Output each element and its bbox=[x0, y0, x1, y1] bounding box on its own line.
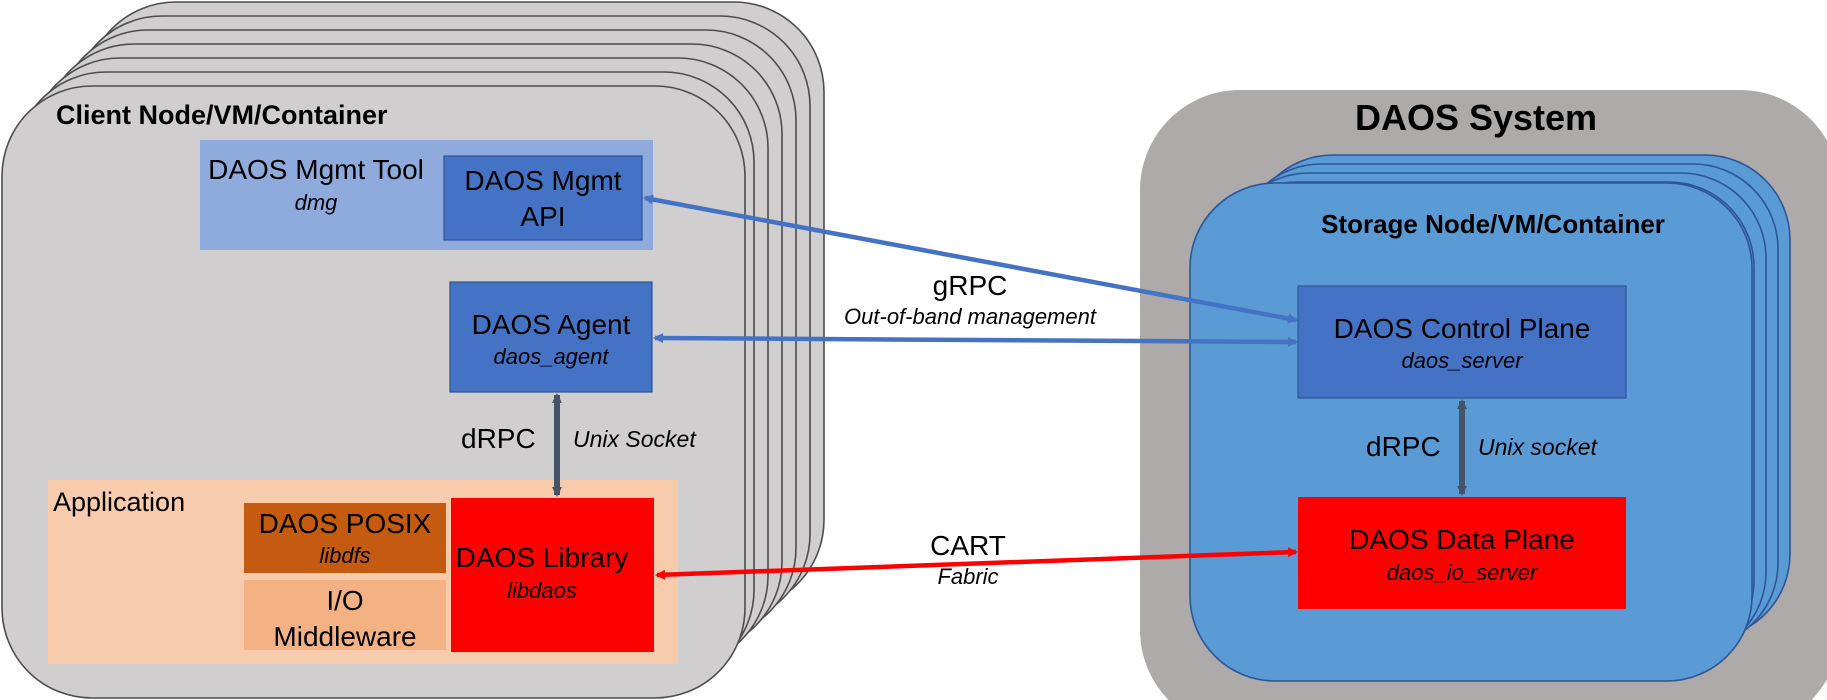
mgmt-tool-binary: dmg bbox=[294, 190, 338, 215]
server-drpc-label: dRPC bbox=[1366, 431, 1441, 462]
cart-fabric-arrow bbox=[655, 547, 1298, 580]
grpc-mgmt-arrow bbox=[643, 194, 1298, 324]
client-node-title: Client Node/VM/Container bbox=[56, 100, 388, 130]
posix-binary: libdfs bbox=[319, 543, 371, 568]
middleware-box bbox=[244, 580, 446, 650]
library-binary: libdaos bbox=[507, 578, 577, 603]
agent-label: DAOS Agent bbox=[471, 309, 631, 340]
mgmt-api-line2: API bbox=[520, 201, 566, 232]
data-plane-binary: daos_io_server bbox=[1386, 560, 1538, 585]
agent-box bbox=[449, 281, 653, 393]
server-drpc-transport: Unix socket bbox=[1478, 434, 1597, 460]
client-drpc-transport: Unix Socket bbox=[573, 426, 696, 452]
grpc-label: gRPC bbox=[932, 270, 1008, 301]
data-plane-box bbox=[1298, 497, 1626, 609]
cart-sublabel: Fabric bbox=[937, 564, 999, 589]
mgmt-api-line1: DAOS Mgmt bbox=[464, 165, 622, 196]
cart-label: CART bbox=[930, 530, 1006, 561]
posix-box bbox=[244, 503, 446, 573]
grpc-sublabel: Out-of-band management bbox=[844, 304, 1096, 329]
daos-system-title: DAOS System bbox=[1354, 97, 1598, 138]
client-drpc-label: dRPC bbox=[461, 423, 536, 454]
library-label: DAOS Library bbox=[455, 542, 629, 573]
storage-node-title: Storage Node/VM/Container bbox=[1321, 209, 1665, 239]
mgmt-api-box bbox=[443, 155, 643, 241]
grpc-agent-arrow bbox=[653, 333, 1298, 347]
agent-binary: daos_agent bbox=[493, 344, 609, 369]
control-plane-label: DAOS Control Plane bbox=[1333, 313, 1591, 344]
application-label: Application bbox=[53, 487, 186, 517]
control-plane-binary: daos_server bbox=[1401, 348, 1523, 373]
middleware-line1: I/O bbox=[326, 585, 364, 616]
middleware-line2: Middleware bbox=[273, 621, 417, 652]
mgmt-tool-label: DAOS Mgmt Tool bbox=[208, 154, 424, 185]
library-box bbox=[451, 498, 654, 652]
data-plane-label: DAOS Data Plane bbox=[1349, 524, 1575, 555]
posix-label: DAOS POSIX bbox=[258, 508, 432, 539]
control-plane-box bbox=[1297, 285, 1627, 399]
